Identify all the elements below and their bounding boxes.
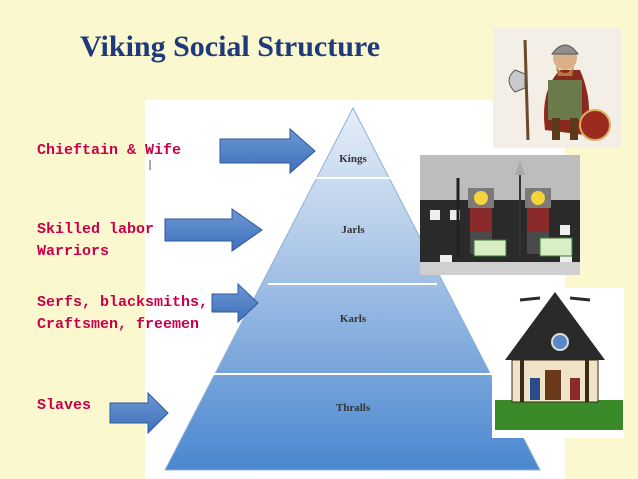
pyramid-shape bbox=[164, 106, 541, 471]
slide-title: Viking Social Structure bbox=[80, 30, 381, 63]
tier-description-jarls: Skilled labor Warriors bbox=[37, 219, 154, 263]
label-line: Chieftain & Wife bbox=[37, 142, 182, 159]
arrow-icon bbox=[219, 127, 316, 175]
label-line: Skilled labor bbox=[37, 221, 155, 238]
lego-viking-figures-photo bbox=[420, 155, 580, 275]
label-line: Slaves bbox=[37, 397, 92, 414]
arrow-icon bbox=[164, 208, 263, 252]
tier-description-karls: Serfs, blacksmiths, Craftsmen, freemen bbox=[37, 292, 208, 336]
tier-label-jarls: Jarls bbox=[341, 224, 365, 236]
arrow-icon bbox=[211, 282, 259, 324]
tier-description-thralls: Slaves bbox=[37, 395, 91, 417]
label-line: Serfs, blacksmiths, bbox=[37, 294, 209, 311]
label-line: Craftsmen, freemen bbox=[37, 316, 200, 333]
label-line: Warriors bbox=[37, 243, 110, 260]
tier-label-thralls: Thralls bbox=[336, 402, 371, 414]
arrow-icon bbox=[109, 391, 169, 435]
viking-warrior-illustration bbox=[493, 28, 621, 148]
tier-label-kings: Kings bbox=[339, 153, 367, 165]
lego-viking-house-photo bbox=[492, 288, 624, 438]
tier-description-kings: Chieftain & Wife bbox=[37, 140, 181, 162]
tier-label-karls: Karls bbox=[340, 313, 367, 325]
